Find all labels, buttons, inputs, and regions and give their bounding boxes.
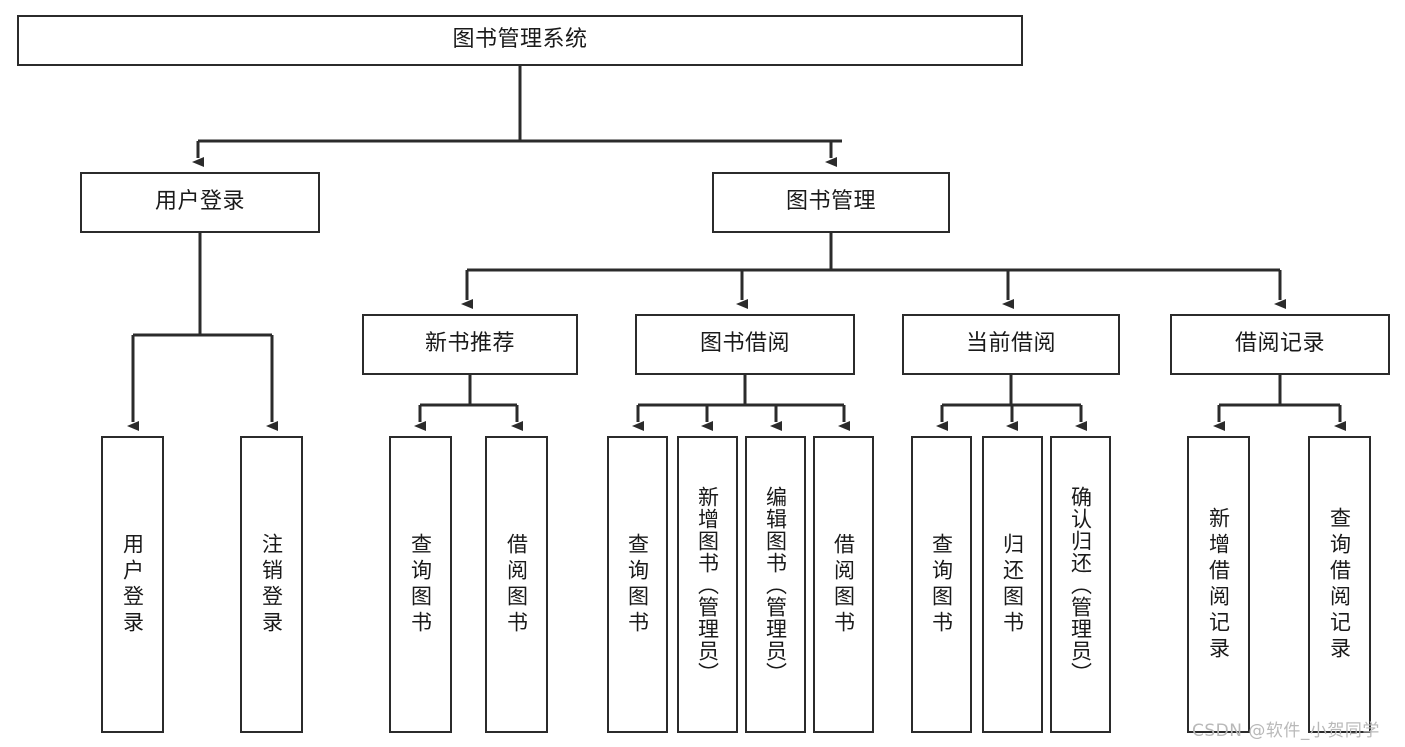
node-root-label: 图书管理系统 bbox=[452, 27, 588, 53]
node-leaf-1[interactable]: 注销登录 bbox=[240, 436, 303, 733]
watermark-text: CSDN @软件_小贺同学 bbox=[1192, 721, 1380, 741]
node-leaf-10-label: 确认归还（管理员） bbox=[1068, 485, 1093, 684]
node-leaf-5-label: 新增图书（管理员） bbox=[695, 485, 720, 684]
node-leaf-4-label: 查询图书 bbox=[625, 532, 650, 637]
node-leaf-12[interactable]: 查询借阅记录 bbox=[1308, 436, 1371, 733]
node-leaf-3-label: 借阅图书 bbox=[504, 532, 529, 637]
node-leaf-8-label: 查询图书 bbox=[929, 532, 954, 637]
node-leaf-1-label: 注销登录 bbox=[259, 532, 284, 637]
node-root[interactable]: 图书管理系统 bbox=[17, 15, 1023, 66]
node-leaf-7[interactable]: 借阅图书 bbox=[813, 436, 874, 733]
node-leaf-2-label: 查询图书 bbox=[408, 532, 433, 637]
node-level3-2-label: 当前借阅 bbox=[965, 331, 1056, 357]
node-leaf-3[interactable]: 借阅图书 bbox=[485, 436, 548, 733]
node-level3-3-label: 借阅记录 bbox=[1234, 331, 1325, 357]
node-level3-3[interactable]: 借阅记录 bbox=[1170, 314, 1390, 375]
node-leaf-4[interactable]: 查询图书 bbox=[607, 436, 668, 733]
node-leaf-6[interactable]: 编辑图书（管理员） bbox=[745, 436, 806, 733]
node-level3-2[interactable]: 当前借阅 bbox=[902, 314, 1120, 375]
node-leaf-9-label: 归还图书 bbox=[1000, 532, 1025, 637]
node-level3-1[interactable]: 图书借阅 bbox=[635, 314, 855, 375]
node-leaf-7-label: 借阅图书 bbox=[831, 532, 856, 637]
node-level2-1-label: 图书管理 bbox=[785, 189, 876, 215]
node-leaf-11[interactable]: 新增借阅记录 bbox=[1187, 436, 1250, 733]
node-level3-0-label: 新书推荐 bbox=[424, 331, 515, 357]
node-level2-1[interactable]: 图书管理 bbox=[712, 172, 950, 233]
node-level3-1-label: 图书借阅 bbox=[699, 331, 790, 357]
node-leaf-0-label: 用户登录 bbox=[120, 532, 145, 637]
node-leaf-5[interactable]: 新增图书（管理员） bbox=[677, 436, 738, 733]
node-leaf-12-label: 查询借阅记录 bbox=[1327, 506, 1352, 663]
node-leaf-2[interactable]: 查询图书 bbox=[389, 436, 452, 733]
node-leaf-11-label: 新增借阅记录 bbox=[1206, 506, 1231, 663]
node-leaf-8[interactable]: 查询图书 bbox=[911, 436, 972, 733]
node-leaf-10[interactable]: 确认归还（管理员） bbox=[1050, 436, 1111, 733]
node-level3-0[interactable]: 新书推荐 bbox=[362, 314, 578, 375]
node-leaf-0[interactable]: 用户登录 bbox=[101, 436, 164, 733]
node-leaf-9[interactable]: 归还图书 bbox=[982, 436, 1043, 733]
node-level2-0-label: 用户登录 bbox=[154, 189, 245, 215]
node-leaf-6-label: 编辑图书（管理员） bbox=[763, 485, 788, 684]
node-level2-0[interactable]: 用户登录 bbox=[80, 172, 320, 233]
